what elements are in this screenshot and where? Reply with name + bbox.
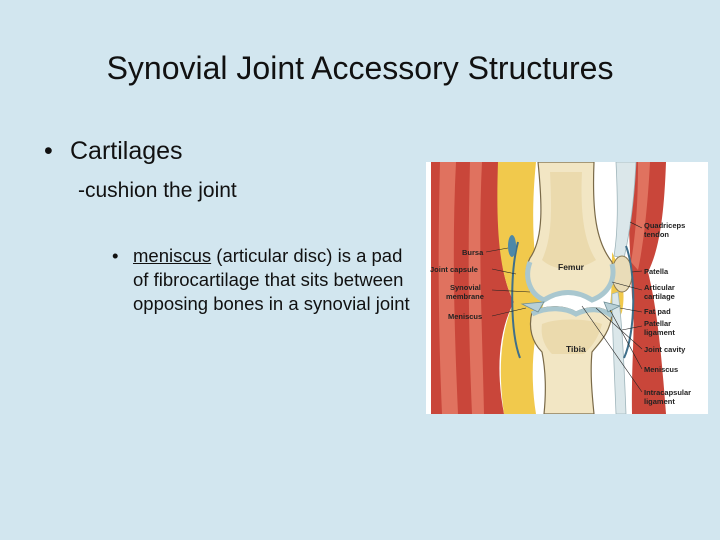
label-patellar-1: Patellar bbox=[644, 319, 671, 328]
muscle-stripe-left bbox=[438, 162, 458, 414]
label-articular-2: cartilage bbox=[644, 292, 675, 301]
tibia-label: Tibia bbox=[566, 344, 586, 354]
label-intracapsular-1: Intracapsular bbox=[644, 388, 691, 397]
fat-tissue-left bbox=[497, 162, 544, 414]
label-articular-1: Articular bbox=[644, 283, 675, 292]
meniscus-definition: (articular disc) is a pad of fibrocartil… bbox=[133, 245, 410, 314]
joint-capsule-anterior bbox=[623, 245, 635, 359]
label-intracapsular-2: ligament bbox=[644, 397, 675, 406]
bursa bbox=[508, 235, 516, 257]
label-quadriceps-1: Quadriceps bbox=[644, 221, 685, 230]
bullet-meniscus: • meniscus (articular disc) is a pad of … bbox=[112, 244, 412, 316]
label-joint-cavity: Joint cavity bbox=[644, 345, 686, 354]
slide-title: Synovial Joint Accessory Structures bbox=[106, 50, 614, 86]
meniscus-term: meniscus bbox=[133, 245, 212, 266]
right-leader-lines bbox=[581, 221, 643, 393]
label-fat-pad: Fat pad bbox=[644, 307, 671, 316]
label-bursa: Bursa bbox=[462, 248, 484, 257]
sub-point-cushion: -cushion the joint bbox=[78, 179, 237, 202]
left-leader-lines bbox=[485, 247, 531, 317]
meniscus-anterior bbox=[603, 301, 622, 313]
label-synovial-2: membrane bbox=[446, 292, 484, 301]
femur-marrow bbox=[542, 172, 596, 269]
articular-cartilage-femur bbox=[525, 261, 616, 303]
bullet-cartilages: • Cartilages bbox=[44, 134, 183, 168]
knee-joint-illustration: Femur Tibia Bursa Joint capsule Synovial… bbox=[426, 162, 708, 414]
muscle-stripe-right bbox=[631, 162, 650, 270]
bullet-glyph: • bbox=[112, 245, 119, 266]
label-joint-capsule: Joint capsule bbox=[430, 265, 478, 274]
label-quadriceps-2: tendon bbox=[644, 230, 669, 239]
femur-label: Femur bbox=[558, 262, 585, 272]
bullet-meniscus-text: meniscus (articular disc) is a pad of fi… bbox=[112, 244, 412, 316]
bullet-cartilages-text: Cartilages bbox=[70, 137, 183, 165]
patellar-ligament bbox=[611, 291, 627, 414]
label-patella: Patella bbox=[644, 267, 669, 276]
label-meniscus-left: Meniscus bbox=[448, 312, 482, 321]
label-synovial-1: Synovial bbox=[450, 283, 481, 292]
muscle-stripe-mid bbox=[468, 162, 484, 414]
articular-cartilage-tibia bbox=[530, 306, 614, 319]
joint-capsule-posterior bbox=[511, 241, 521, 359]
label-patellar-2: ligament bbox=[644, 328, 675, 337]
tibia-marrow bbox=[541, 319, 602, 354]
meniscus-posterior bbox=[520, 301, 545, 313]
bullet-glyph: • bbox=[44, 137, 53, 165]
label-meniscus-right: Meniscus bbox=[644, 365, 678, 374]
knee-joint-diagram: Femur Tibia Bursa Joint capsule Synovial… bbox=[426, 162, 708, 414]
